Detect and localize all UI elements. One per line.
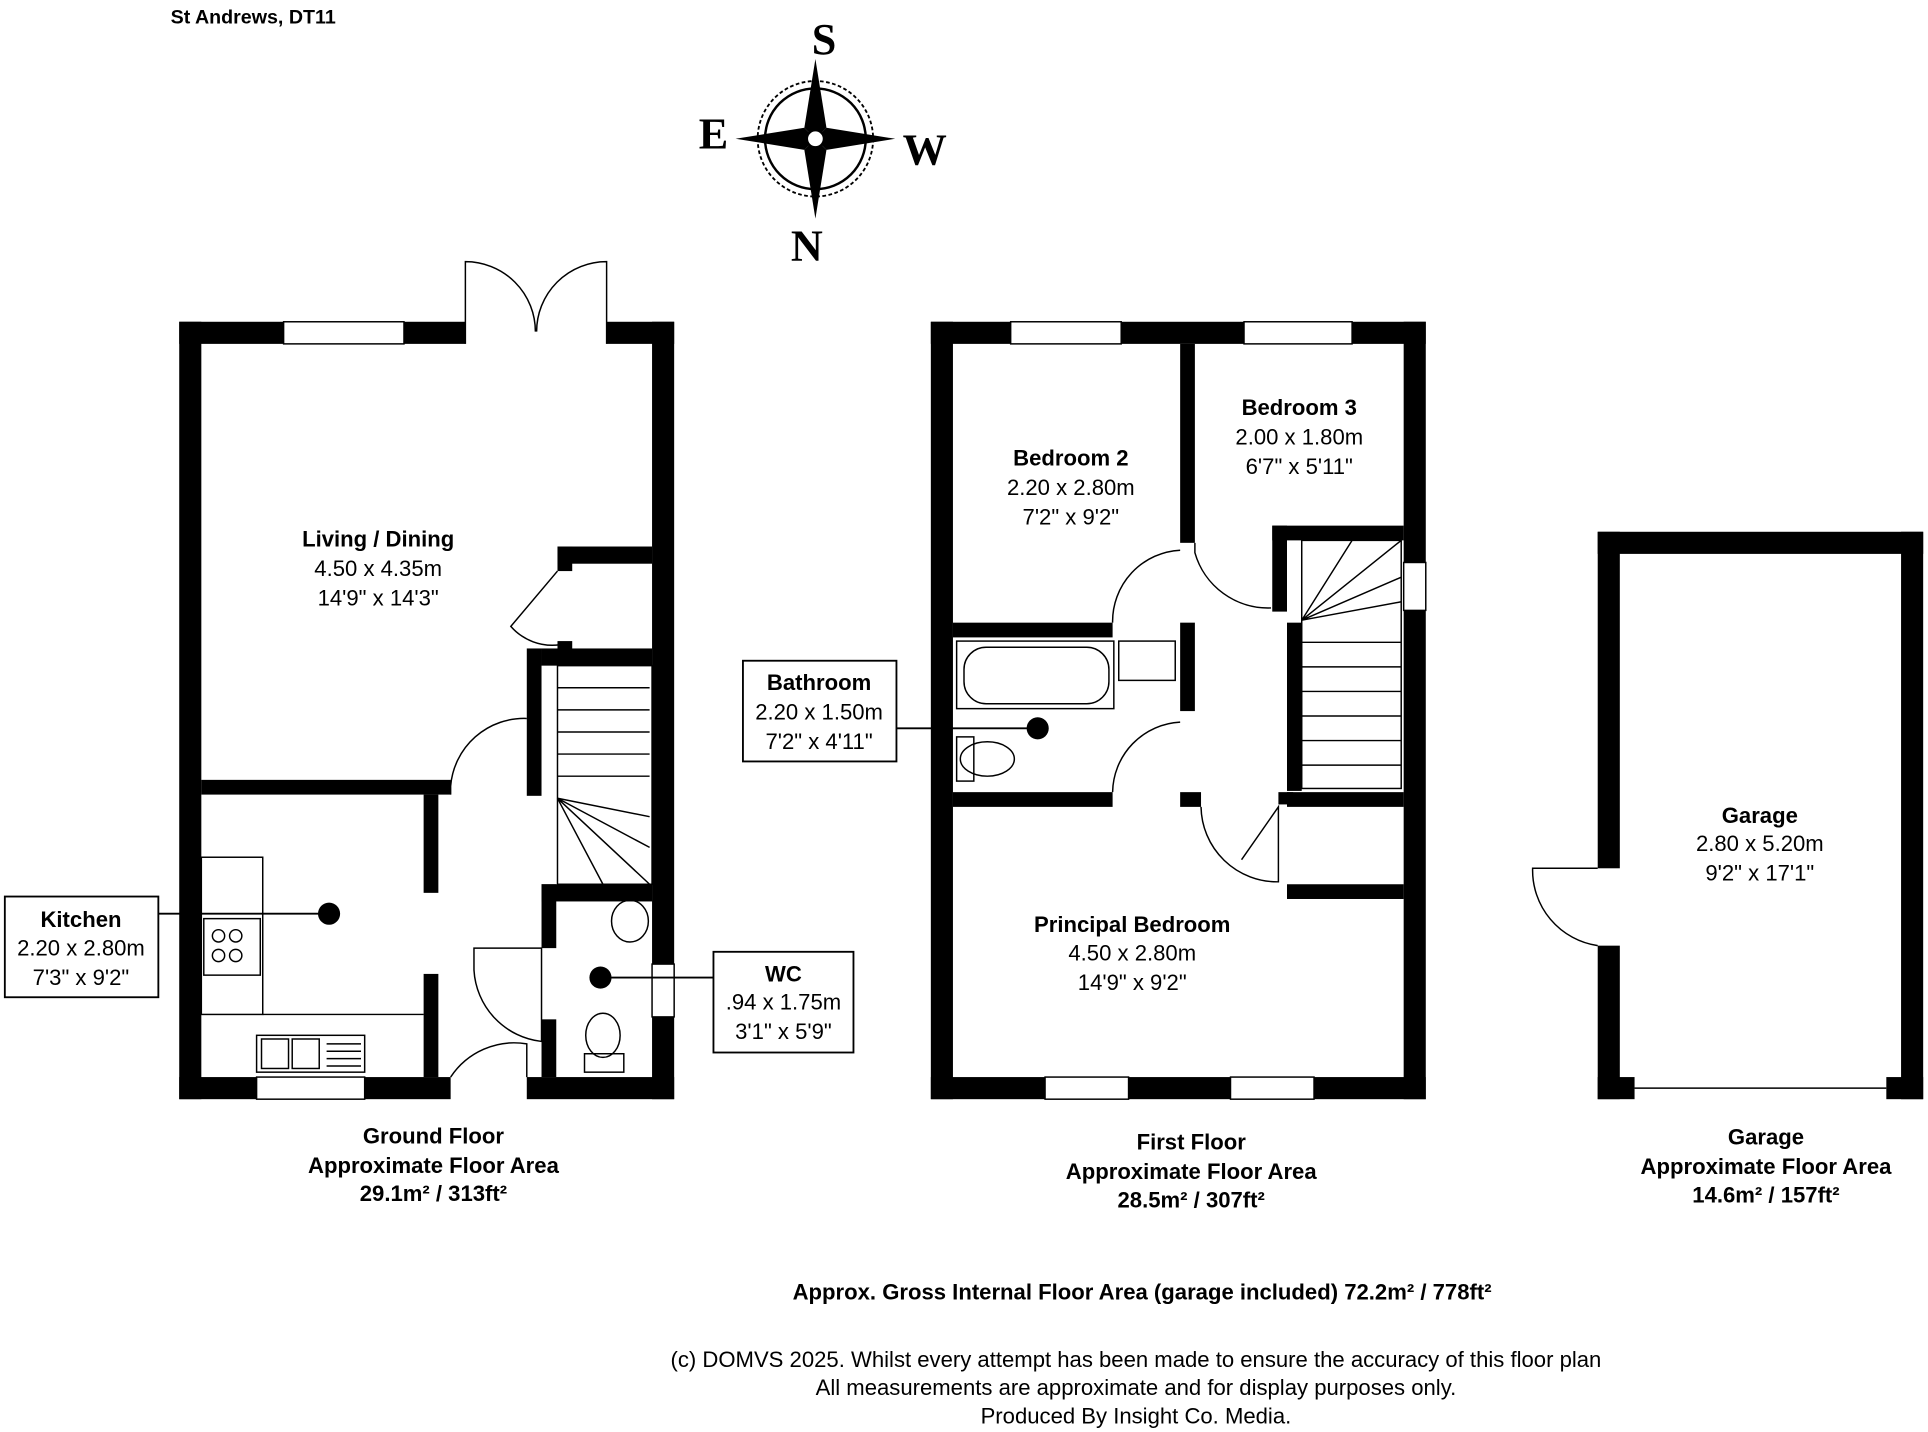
gross-area: Approx. Gross Internal Floor Area (garag… <box>793 1279 1492 1304</box>
svg-text:Bedroom 3: Bedroom 3 <box>1242 395 1357 420</box>
svg-text:W: W <box>903 126 947 175</box>
room-label-garage: Garage 2.80 x 5.20m 9'2" x 17'1" <box>1696 803 1824 886</box>
svg-text:2.20 x 1.50m: 2.20 x 1.50m <box>755 700 883 725</box>
svg-text:7'2" x 4'11": 7'2" x 4'11" <box>765 729 872 754</box>
svg-text:Living / Dining: Living / Dining <box>302 527 454 552</box>
svg-text:Ground Floor: Ground Floor <box>363 1123 505 1148</box>
disclaimer-line-3: Produced By Insight Co. Media. <box>981 1403 1292 1428</box>
svg-text:29.1m² / 313ft²: 29.1m² / 313ft² <box>360 1181 507 1206</box>
room-label-wc: WC .94 x 1.75m 3'1" x 5'9" <box>589 950 855 1054</box>
first-floor-plan <box>930 321 1427 1100</box>
ground-floor-caption: Ground Floor Approximate Floor Area 29.1… <box>308 1123 560 1206</box>
svg-text:9'2" x 17'1": 9'2" x 17'1" <box>1705 861 1814 886</box>
room-label-bedroom-2: Bedroom 2 2.20 x 2.80m 7'2" x 9'2" <box>1007 445 1135 529</box>
svg-text:14'9" x 9'2": 14'9" x 9'2" <box>1078 970 1187 995</box>
svg-text:Garage: Garage <box>1722 803 1798 828</box>
garage-caption: Garage Approximate Floor Area 14.6m² / 1… <box>1641 1125 1893 1208</box>
address-title: St Andrews, DT11 <box>171 6 336 28</box>
compass-icon: S E W N <box>699 15 947 270</box>
svg-text:S: S <box>812 15 837 64</box>
svg-text:Approximate Floor Area: Approximate Floor Area <box>308 1153 560 1178</box>
svg-text:Garage: Garage <box>1728 1125 1804 1150</box>
first-floor-caption: First Floor Approximate Floor Area 28.5m… <box>1066 1130 1318 1213</box>
svg-text:2.00 x 1.80m: 2.00 x 1.80m <box>1235 425 1363 450</box>
svg-text:6'7" x 5'11": 6'7" x 5'11" <box>1246 454 1353 479</box>
svg-text:E: E <box>699 110 728 159</box>
room-label-bedroom-3: Bedroom 3 2.00 x 1.80m 6'7" x 5'11" <box>1235 395 1363 479</box>
svg-text:2.20 x 2.80m: 2.20 x 2.80m <box>1007 475 1135 500</box>
svg-text:2.80 x 5.20m: 2.80 x 5.20m <box>1696 831 1824 856</box>
room-label-principal-bedroom: Principal Bedroom 4.50 x 2.80m 14'9" x 9… <box>1034 912 1230 995</box>
room-label-bathroom: Bathroom 2.20 x 1.50m 7'2" x 4'11" <box>742 659 1049 763</box>
svg-text:N: N <box>791 221 823 270</box>
svg-text:3'1" x 5'9": 3'1" x 5'9" <box>735 1019 832 1044</box>
svg-text:7'3" x 9'2": 7'3" x 9'2" <box>33 965 130 990</box>
ground-floor-plan <box>179 260 675 1100</box>
svg-text:2.20 x 2.80m: 2.20 x 2.80m <box>17 935 145 960</box>
svg-text:28.5m² / 307ft²: 28.5m² / 307ft² <box>1118 1187 1265 1212</box>
svg-text:4.50 x 4.35m: 4.50 x 4.35m <box>314 556 442 581</box>
svg-text:4.50 x 2.80m: 4.50 x 2.80m <box>1068 940 1196 965</box>
svg-text:.94 x 1.75m: .94 x 1.75m <box>726 990 841 1015</box>
svg-text:First Floor: First Floor <box>1137 1130 1247 1155</box>
svg-text:14'9" x 14'3": 14'9" x 14'3" <box>318 585 439 610</box>
disclaimer-line-2: All measurements are approximate and for… <box>816 1375 1457 1400</box>
disclaimer-line-1: (c) DOMVS 2025. Whilst every attempt has… <box>671 1347 1602 1372</box>
svg-text:Approximate Floor Area: Approximate Floor Area <box>1641 1154 1893 1179</box>
svg-text:WC: WC <box>765 961 802 986</box>
room-label-kitchen: Kitchen 2.20 x 2.80m 7'3" x 9'2" <box>3 895 341 999</box>
svg-text:Principal Bedroom: Principal Bedroom <box>1034 912 1230 937</box>
svg-text:7'2" x 9'2": 7'2" x 9'2" <box>1023 504 1120 529</box>
garage-plan <box>1531 531 1924 1100</box>
svg-text:Kitchen: Kitchen <box>40 907 121 932</box>
svg-text:14.6m² / 157ft²: 14.6m² / 157ft² <box>1692 1182 1839 1207</box>
svg-text:Bathroom: Bathroom <box>767 670 871 695</box>
svg-text:Bedroom 2: Bedroom 2 <box>1013 445 1128 470</box>
svg-text:Approximate Floor Area: Approximate Floor Area <box>1066 1159 1318 1184</box>
room-label-living-dining: Living / Dining 4.50 x 4.35m 14'9" x 14'… <box>302 527 454 611</box>
